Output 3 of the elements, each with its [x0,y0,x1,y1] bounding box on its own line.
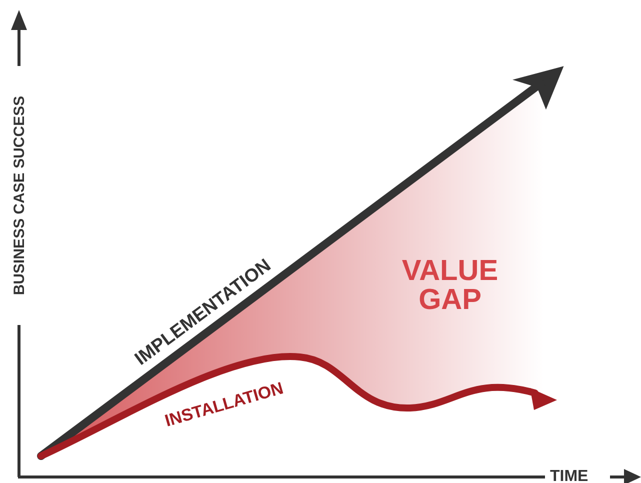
x-axis-title: TIME [550,469,588,483]
y-axis-title: BUSINESS CASE SUCCESS [12,95,27,295]
value-gap-label: VALUE GAP [400,257,500,315]
